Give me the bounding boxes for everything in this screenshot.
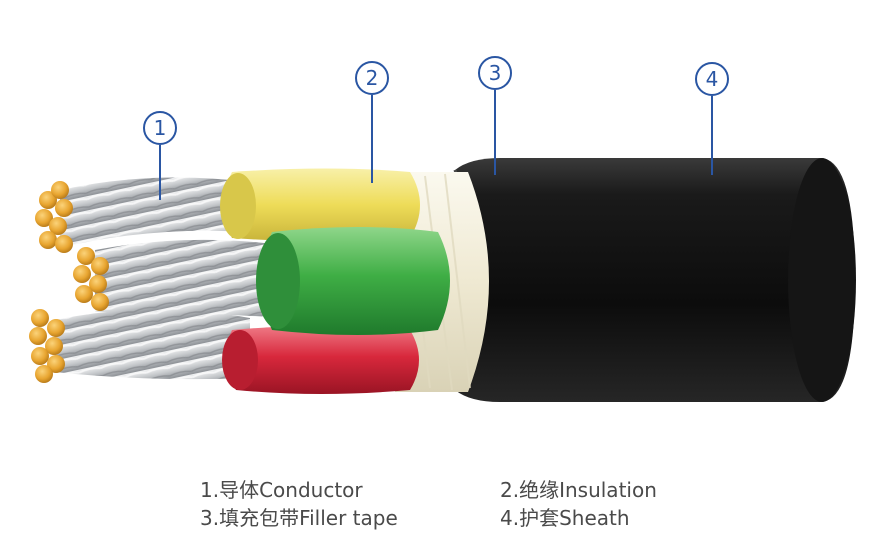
callout-2: 2 [355, 61, 389, 183]
callout-1: 1 [143, 111, 177, 200]
copper-bundle-top [35, 181, 73, 253]
callout-3-number: 3 [489, 61, 502, 85]
callout-4: 4 [695, 62, 729, 175]
callout-1-number: 1 [154, 116, 167, 140]
copper-bundle-bottom [29, 309, 65, 383]
legend-conductor: 1.导体Conductor [200, 478, 363, 502]
insulation-layer [220, 168, 450, 394]
copper-bundle-middle [73, 247, 109, 311]
cable-illustration: 1 2 3 4 [29, 56, 856, 402]
callout-2-number: 2 [366, 66, 379, 90]
legend-filler-tape: 3.填充包带Filler tape [200, 506, 398, 530]
legend: 1.导体Conductor 2.绝缘Insulation 3.填充包带Fille… [200, 478, 760, 530]
legend-insulation: 2.绝缘Insulation [500, 478, 657, 502]
callout-3: 3 [478, 56, 512, 175]
conductor-strands [55, 177, 290, 380]
sheath-layer [453, 158, 856, 402]
copper-conductor-ends [29, 181, 109, 383]
callout-4-number: 4 [706, 67, 719, 91]
legend-sheath: 4.护套Sheath [500, 506, 630, 530]
